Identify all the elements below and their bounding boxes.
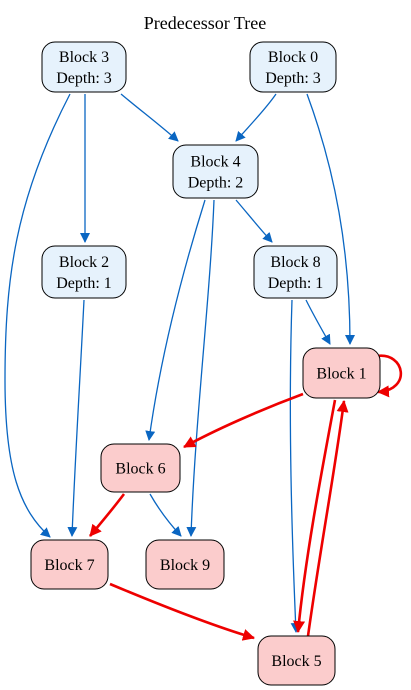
edge-b1-to-b1 bbox=[376, 354, 403, 398]
edges-layer bbox=[4, 93, 403, 641]
node-b3: Block 3 Depth: 3 bbox=[41, 41, 127, 93]
edge-b1-to-b5 bbox=[293, 399, 337, 633]
node-label: Block 6 bbox=[115, 461, 165, 478]
node-box bbox=[302, 347, 381, 399]
node-label: Block 7 bbox=[44, 557, 94, 574]
node-box bbox=[145, 539, 225, 590]
node-label: Block 5 bbox=[271, 653, 321, 670]
diagram-title: Predecessor Tree bbox=[144, 13, 266, 33]
node-depth: Depth: 3 bbox=[56, 70, 112, 87]
edge-b4-to-b8 bbox=[235, 199, 273, 243]
node-box bbox=[253, 245, 338, 299]
edge-b6-to-b9 bbox=[149, 493, 182, 537]
node-box bbox=[100, 443, 181, 493]
edge-b1-to-b6 bbox=[183, 392, 304, 449]
edge-b8-to-b1 bbox=[305, 299, 331, 345]
node-b0: Block 0 Depth: 3 bbox=[249, 41, 337, 93]
node-box bbox=[172, 144, 259, 199]
edge-b0-to-b1 bbox=[306, 93, 355, 345]
node-box bbox=[41, 245, 127, 299]
node-box bbox=[249, 41, 337, 93]
node-label: Block 4 bbox=[190, 154, 240, 171]
node-b8: Block 8 Depth: 1 bbox=[253, 245, 338, 299]
edge-b4-to-b6 bbox=[145, 199, 206, 441]
edge-b5-to-b1 bbox=[306, 400, 349, 637]
node-b7: Block 7 bbox=[30, 539, 109, 590]
edge-b7-to-b5 bbox=[109, 582, 255, 641]
node-depth: Depth: 1 bbox=[268, 275, 324, 292]
node-b9: Block 9 bbox=[145, 539, 225, 590]
node-label: Block 9 bbox=[160, 557, 210, 574]
node-label: Block 8 bbox=[270, 254, 320, 271]
node-b1: Block 1 bbox=[302, 347, 381, 399]
node-depth: Depth: 3 bbox=[265, 70, 321, 87]
edge-b3-to-b4 bbox=[120, 93, 179, 142]
node-depth: Depth: 1 bbox=[56, 275, 112, 292]
edge-b6-to-b7 bbox=[89, 493, 126, 537]
nodes-layer: Block 3 Depth: 3 Block 0 Depth: 3 Block 4 Dep… bbox=[30, 41, 381, 686]
edge-b2-to-b7 bbox=[67, 299, 85, 537]
node-label: Block 2 bbox=[59, 254, 109, 271]
edge-b4-to-b9 bbox=[186, 199, 215, 537]
node-b5: Block 5 bbox=[257, 635, 336, 686]
node-b2: Block 2 Depth: 1 bbox=[41, 245, 127, 299]
node-box bbox=[41, 41, 127, 93]
edge-b0-to-b4 bbox=[235, 93, 277, 142]
node-label: Block 3 bbox=[59, 49, 109, 66]
node-b4: Block 4 Depth: 2 bbox=[172, 144, 259, 199]
node-label: Block 1 bbox=[316, 366, 366, 383]
node-label: Block 0 bbox=[268, 49, 318, 66]
node-box bbox=[30, 539, 109, 590]
edge-b3-to-b7 bbox=[4, 93, 71, 538]
node-depth: Depth: 2 bbox=[188, 175, 244, 192]
node-box bbox=[257, 635, 336, 686]
edge-b8-to-b5 bbox=[289, 299, 301, 633]
node-b6: Block 6 bbox=[100, 443, 181, 493]
